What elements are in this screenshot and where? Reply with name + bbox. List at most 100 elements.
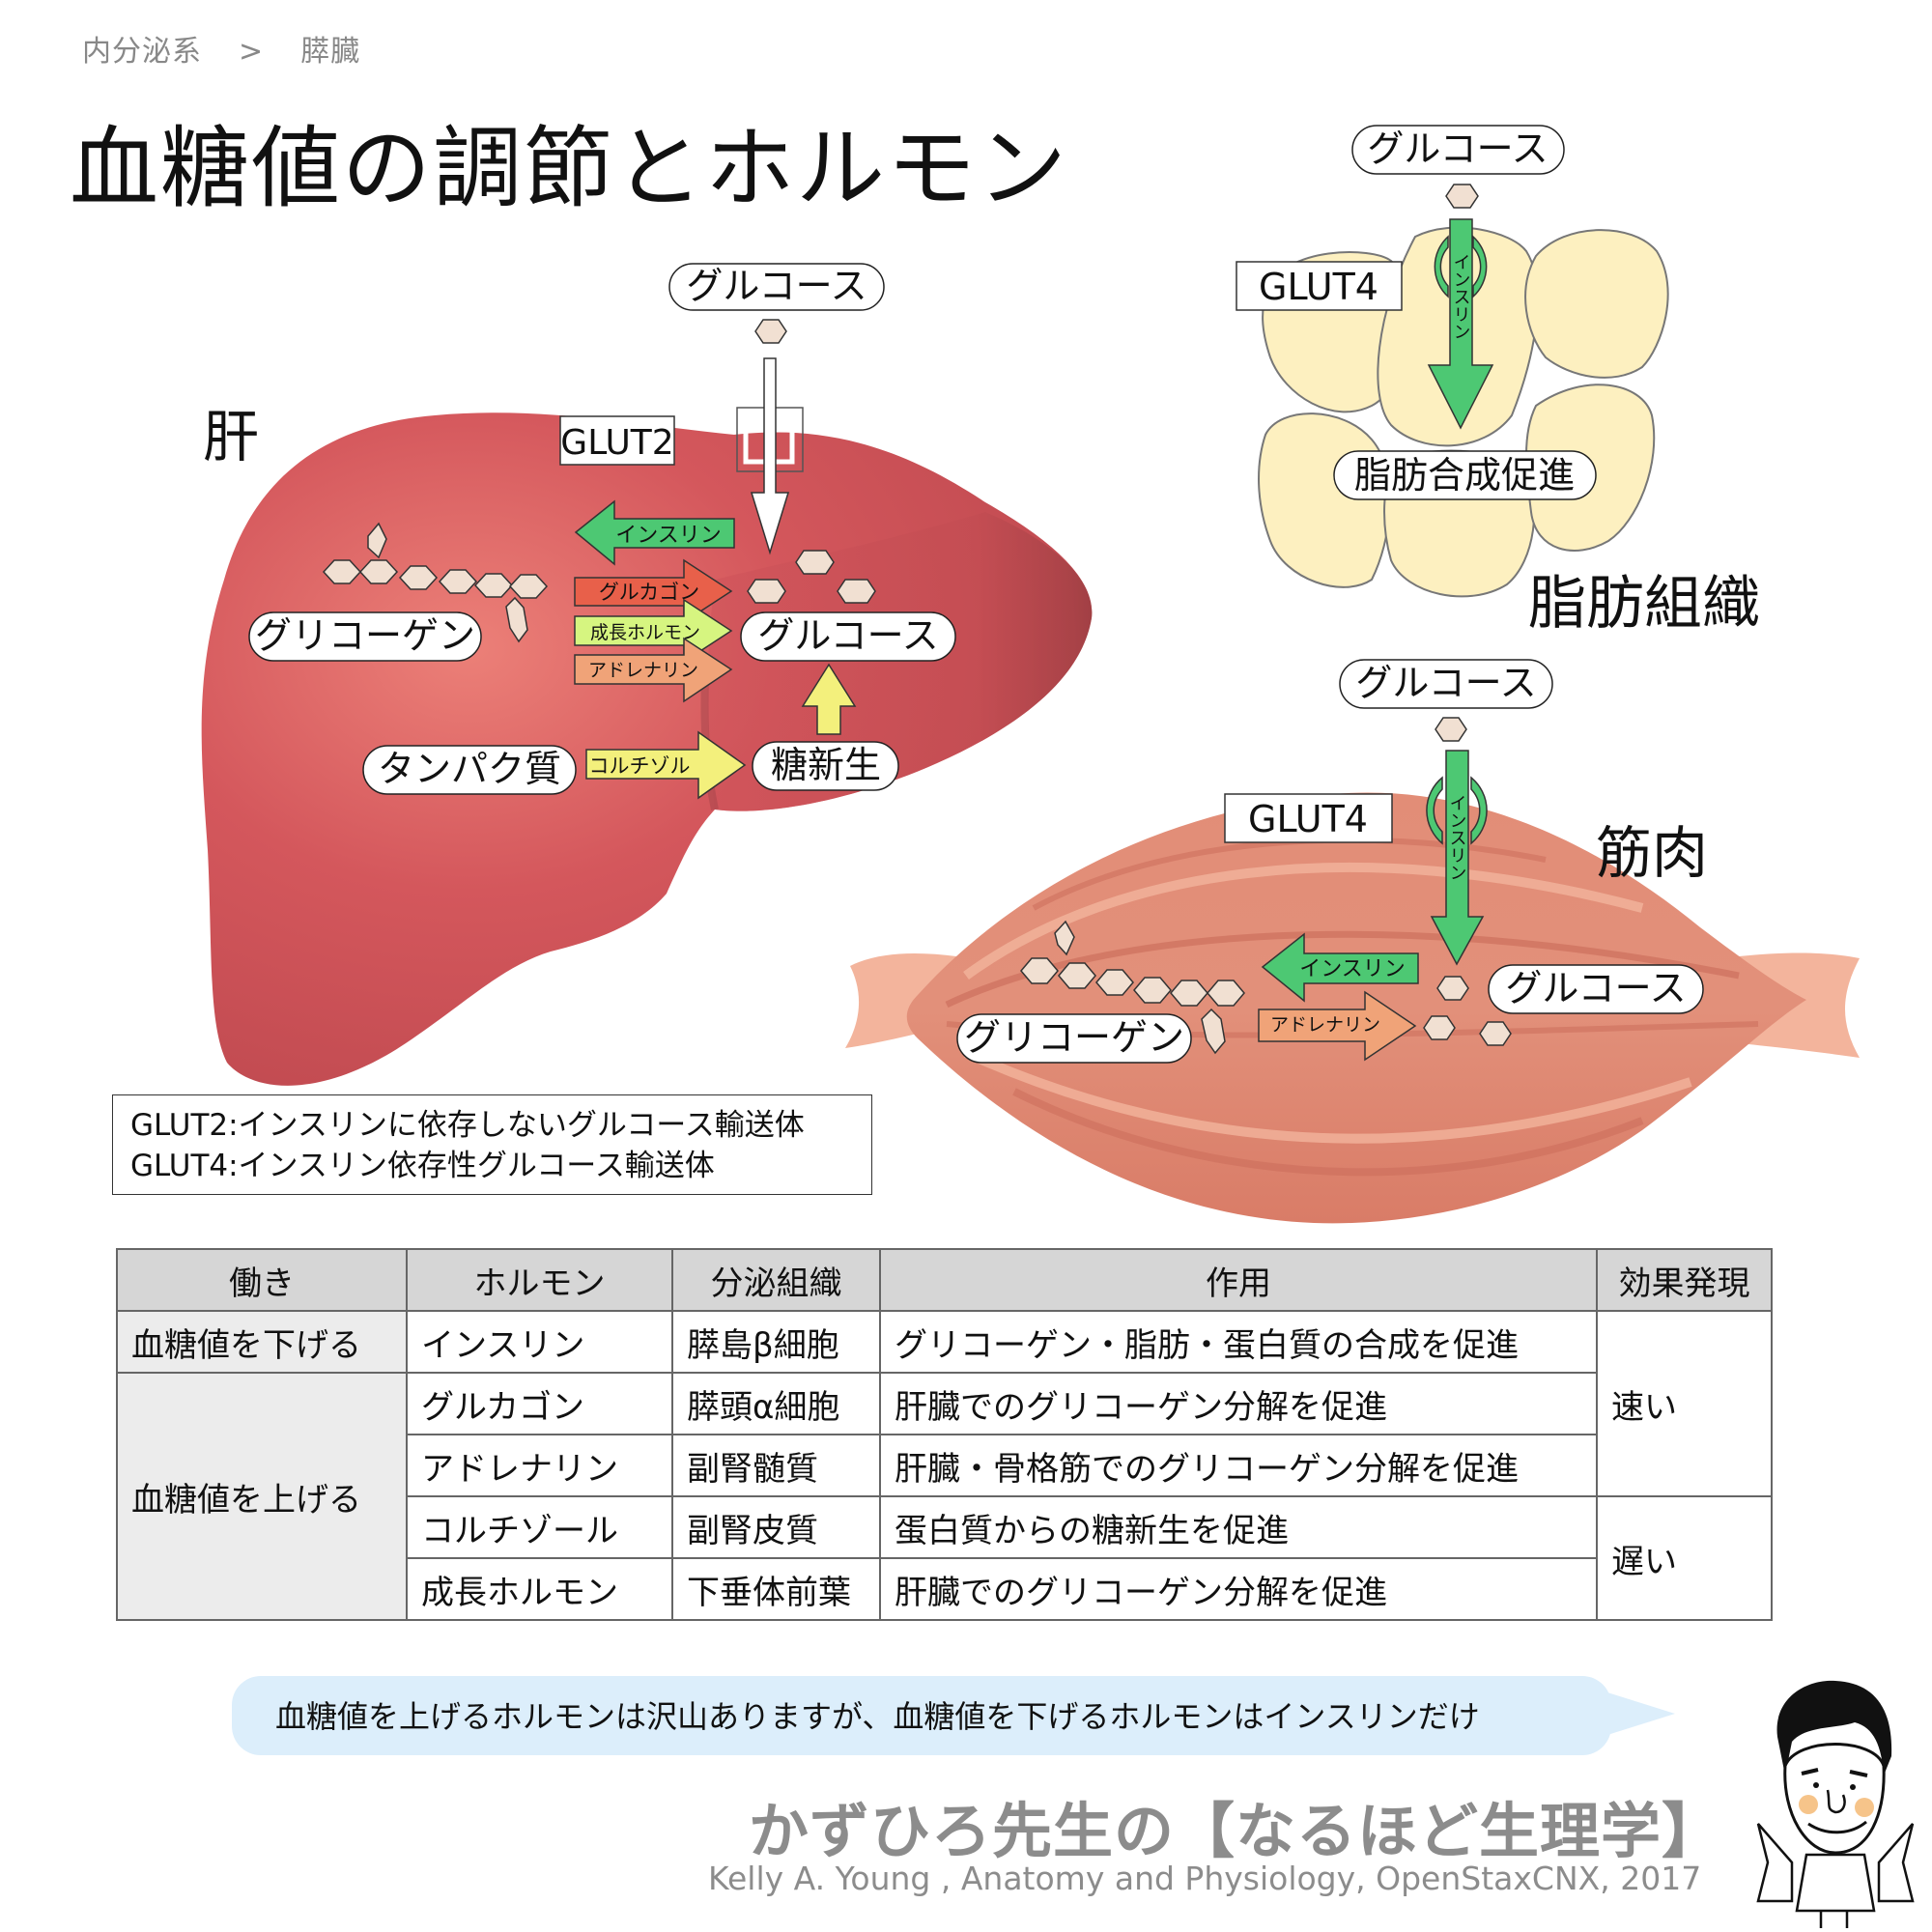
glycogen-hexagon [438, 569, 478, 594]
fat-glut4-label: GLUT4 [1259, 266, 1378, 308]
table-cell-tissue: 膵島β細胞 [671, 1310, 881, 1374]
muscle-insulin-vertical-label: インスリン [1447, 794, 1467, 881]
hormone-table: 働き ホルモン 分泌組織 作用 効果発現 血糖値を下げる インスリン 膵島β細胞… [116, 1248, 1773, 1621]
avatar-nose [1826, 1789, 1846, 1814]
liver-glucose-pill: グルコース [668, 263, 885, 311]
table-header-cell: 効果発現 [1596, 1248, 1773, 1312]
glucose-hexagon [754, 319, 787, 344]
glycogen-hexagon [1058, 962, 1096, 989]
liver-glucose-inner-label: グルコース [757, 614, 938, 657]
glycogen-hexagon [1054, 920, 1075, 956]
muscle-glucose-inner-label: グルコース [1505, 967, 1686, 1009]
table-row: アドレナリン 副腎髄質 肝臓・骨格筋でのグリコーゲン分解を促進 [117, 1434, 1772, 1497]
table-cell-tissue: 膵頭α細胞 [671, 1372, 881, 1435]
muscle-glucose-label: グルコース [1355, 662, 1536, 704]
avatar-cheek [1799, 1795, 1818, 1814]
footer-brand: かずひろ先生の【なるほど生理学】 [749, 1796, 1723, 1866]
table-cell-action: 肝臓でのグリコーゲン分解を促進 [879, 1557, 1598, 1621]
fat-insulin-label: インスリン [1451, 253, 1471, 340]
glycogen-hexagon [398, 565, 439, 590]
liver-glycogen-pill: グリコーゲン [248, 611, 482, 662]
breadcrumb-current: 膵臓 [300, 35, 361, 69]
table-cell-hormone: コルチゾール [406, 1495, 673, 1559]
table-header-cell: 分泌組織 [671, 1248, 881, 1312]
avatar-mouth [1807, 1820, 1867, 1834]
legend-line-glut2: GLUT2:インスリンに依存しないグルコース輸送体 [130, 1108, 805, 1143]
fat-cell [1258, 412, 1391, 588]
table-row: 血糖値を下げる インスリン 膵島β細胞 グリコーゲン・脂肪・蛋白質の合成を促進 … [116, 1310, 1773, 1497]
table-cell-function-raise: 血糖値を上げる [116, 1372, 408, 1621]
glut-legend: GLUT2:インスリンに依存しないグルコース輸送体 GLUT4:インスリン依存性… [112, 1094, 872, 1195]
muscle-glut4-box: GLUT4 [1224, 793, 1393, 843]
glut2-label-box: GLUT2 [559, 415, 675, 466]
liver-gluconeogenesis-label: 糖新生 [771, 744, 881, 786]
liver-protein-pill: タンパク質 [362, 745, 577, 795]
glucose-hexagon [1436, 976, 1469, 1001]
glycogen-hexagon [1095, 969, 1134, 996]
table-cell-action: 肝臓でのグリコーゲン分解を促進 [879, 1372, 1598, 1435]
avatar-eye [1850, 1784, 1856, 1790]
muscle-glut4-transporter-icon [1426, 776, 1488, 845]
muscle-glycogen-pill: グリコーゲン [956, 1013, 1192, 1064]
page-title: 血糖値の調節とホルモン [70, 117, 1069, 220]
table-cell-hormone: 成長ホルモン [406, 1557, 673, 1621]
avatar-face [1783, 1743, 1886, 1855]
table-cell-action: 蛋白質からの糖新生を促進 [879, 1495, 1598, 1559]
breadcrumb: 内分泌系>膵臓 [82, 27, 360, 70]
liver-glucose-label: グルコース [686, 265, 867, 307]
glucose-hexagon [1479, 1021, 1512, 1046]
speech-bubble [232, 1676, 1611, 1755]
legend-line-glut4: GLUT4:インスリン依存性グルコース輸送体 [130, 1149, 715, 1183]
muscle-glucose-inner-pill: グルコース [1488, 964, 1704, 1014]
table-header-cell: 働き [116, 1248, 408, 1312]
avatar-legs [1819, 1911, 1849, 1928]
liver-insulin-arrow: インスリン [574, 499, 735, 566]
fat-effect-pill: 脂肪合成促進 [1333, 450, 1597, 500]
table-cell-tissue: 副腎髄質 [671, 1434, 881, 1497]
muscle-insulin-down-arrow [1430, 750, 1485, 966]
muscle-organ [845, 792, 1860, 1224]
avatar-cheek [1855, 1798, 1874, 1817]
table-cell-onset-slow: 遅い [1596, 1495, 1773, 1621]
glycogen-hexagon [505, 596, 528, 643]
table-cell-action: グリコーゲン・脂肪・蛋白質の合成を促進 [879, 1310, 1598, 1374]
fat-glut4-transporter-icon [1434, 235, 1488, 298]
glucose-entry-arrow [750, 357, 790, 555]
glut2-label: GLUT2 [560, 423, 673, 463]
speech-bubble-tail [1607, 1692, 1675, 1735]
fat-effect-label: 脂肪合成促進 [1354, 454, 1575, 497]
avatar-eyebrows [1801, 1768, 1868, 1777]
glycogen-hexagon [367, 522, 387, 559]
table-row: 血糖値を上げる グルカゴン 膵頭α細胞 肝臓でのグリコーゲン分解を促進 [116, 1372, 1772, 1621]
table-cell-hormone: アドレナリン [406, 1434, 673, 1497]
muscle-adrenaline-arrow: アドレナリン [1258, 990, 1417, 1062]
table-cell-tissue: 下垂体前葉 [671, 1557, 881, 1621]
fat-glut4-box: GLUT4 [1236, 261, 1403, 311]
muscle-fiber-line [963, 862, 1644, 980]
avatar-eye [1813, 1782, 1819, 1788]
glycogen-hexagon [1201, 1008, 1226, 1055]
muscle-glut4-label: GLUT4 [1248, 798, 1368, 840]
speech-text: 血糖値を上げるホルモンは沢山ありますが、血糖値を下げるホルモンはインスリンだけ [275, 1698, 1480, 1735]
muscle-glycogen-chain [1020, 920, 1245, 1055]
glucose-hexagon [1445, 184, 1479, 209]
diagram-canvas: 肝 グルコース GLUT2 グリコーゲン インスリン グルカゴン [201, 125, 1860, 1224]
fat-organ-label: 脂肪組織 [1528, 570, 1760, 638]
liver-cortisol-arrow: コルチゾル [585, 730, 747, 800]
muscle-organ-label: 筋肉 [1596, 820, 1708, 886]
liver-adrenaline-arrow: アドレナリン [574, 637, 733, 703]
liver-glucose-inner-pill: グルコース [740, 611, 956, 662]
fat-glucose-label: グルコース [1367, 128, 1548, 170]
liver-glucagon-arrow-label: グルカゴン [599, 581, 699, 604]
muscle-fiber-line [963, 1048, 1692, 1144]
avatar-hair [1776, 1680, 1892, 1776]
table-cell-hormone: グルカゴン [406, 1372, 673, 1435]
breadcrumb-parent[interactable]: 内分泌系 [82, 35, 202, 69]
glucose-hexagon [1435, 717, 1467, 742]
liver-cortisol-arrow-label: コルチゾル [589, 754, 691, 778]
muscle-insulin-arrow: インスリン [1261, 932, 1419, 1003]
liver-right-lobe [707, 512, 1093, 811]
table-row: 成長ホルモン 下垂体前葉 肝臓でのグリコーゲン分解を促進 [117, 1557, 1772, 1621]
gluconeogenesis-up-arrow [801, 663, 857, 735]
glucose-hexagon [1423, 1015, 1456, 1040]
